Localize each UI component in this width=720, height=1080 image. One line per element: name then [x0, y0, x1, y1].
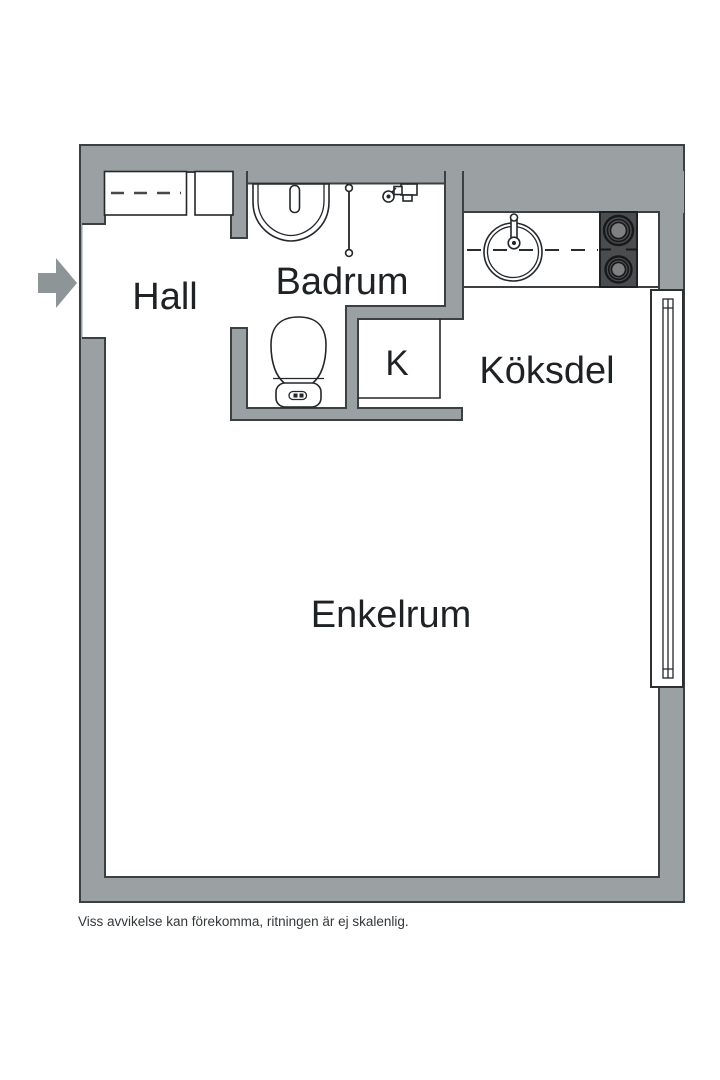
- shower-line-top-dot: [344, 183, 354, 193]
- entrance-opening: [82, 223, 107, 339]
- washbasin: [252, 183, 330, 242]
- wall-seam-patch: [446, 169, 462, 174]
- disclaimer-text: Viss avvikelse kan förekomma, ritningen …: [78, 914, 409, 929]
- entrance-arrow: [38, 258, 77, 308]
- shower-line-bottom-dot: [344, 248, 354, 258]
- window: [650, 289, 684, 688]
- washbasin-tap: [289, 184, 301, 214]
- room-label-badrum: Badrum: [275, 261, 408, 303]
- k-closet-front: [358, 319, 441, 399]
- room-label-koksdel: Köksdel: [479, 350, 614, 392]
- wall-band-kitchen: [463, 171, 684, 213]
- stove-two-burners: [599, 211, 638, 288]
- wall-band-bathroom: [231, 171, 463, 184]
- toilet: [270, 316, 327, 408]
- washbasin-inner: [257, 184, 325, 237]
- kitchen-sink: [483, 213, 543, 282]
- entrance-opening-caps: [82, 223, 106, 339]
- interior-walls: [230, 171, 464, 421]
- room-label-hall: Hall: [132, 276, 197, 318]
- shower-mixer: [382, 183, 418, 203]
- hall-cabinet: [194, 170, 234, 216]
- room-label-k: K: [385, 344, 408, 383]
- room-label-enkelrum: Enkelrum: [311, 594, 472, 636]
